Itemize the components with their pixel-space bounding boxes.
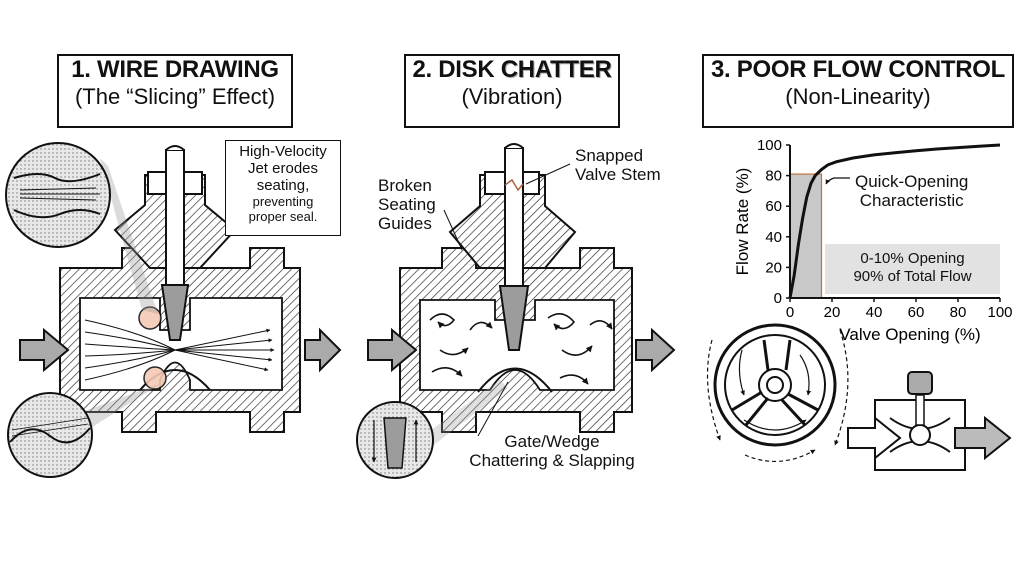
opening-note: 0-10% Opening 90% of Total Flow — [830, 250, 995, 286]
y-tick-label: 60 — [765, 198, 782, 215]
flow-curve-line — [788, 143, 1001, 299]
y-axis-label: Flow Rate (%) — [733, 168, 752, 276]
y-tick-label: 0 — [774, 290, 782, 307]
x-tick-label: 100 — [987, 304, 1012, 321]
panel3-title-box: 3. POOR FLOW CONTROL (Non-Linearity) — [702, 54, 1014, 128]
note-box-bg — [825, 244, 1000, 294]
y-tick-label: 20 — [765, 259, 782, 276]
callout-line: proper seal. — [248, 209, 318, 224]
callout-line: seating, — [256, 177, 310, 194]
label-line: Snapped — [575, 146, 644, 165]
chart-axes — [789, 145, 1000, 299]
panel3-subheading: (Non-Linearity) — [785, 84, 931, 109]
x-tick-label: 80 — [950, 304, 967, 321]
panel1-subheading: (The “Slicing” Effect) — [74, 84, 276, 109]
wire-drawing-callout: High-Velocity Jet erodes seating, preven… — [225, 140, 341, 236]
label-line: Broken — [378, 176, 432, 195]
gate-chatter-label: Gate/Wedge Chattering & Slapping — [442, 432, 662, 470]
panel2-heading-prefix: 2. DISK — [412, 56, 501, 83]
callout-line: preventing — [252, 194, 314, 209]
panel1-title-box: 1. WIRE DRAWING (The “Slicing” Effect) — [57, 54, 293, 128]
label-line: Characteristic — [859, 191, 964, 210]
panel2-valve-drawing — [356, 143, 676, 479]
y-tick-label: 80 — [765, 168, 782, 185]
broken-guides-label: Broken Seating Guides — [378, 176, 436, 233]
curve-leader-line — [825, 177, 850, 185]
snapped-stem-label: Snapped Valve Stem — [575, 146, 661, 184]
panel2-title-box: 2. DISK CHATTER (Vibration) — [404, 54, 620, 128]
panel2-subheading: (Vibration) — [461, 84, 563, 109]
label-line: Gate/Wedge — [504, 432, 600, 451]
x-axis-label: Valve Opening (%) — [839, 325, 980, 344]
panel3-heading: 3. POOR FLOW CONTROL — [711, 56, 1005, 83]
panel2-heading: 2. DISK CHATTER — [406, 56, 618, 84]
x-tick-label: 20 — [824, 304, 841, 321]
panel1-heading: 1. WIRE DRAWING — [71, 56, 279, 83]
label-line: Chattering & Slapping — [469, 451, 635, 470]
label-line: Quick-Opening — [855, 172, 969, 191]
handwheel-drawing — [706, 323, 849, 463]
label-line: Seating — [378, 195, 436, 214]
x-tick-label: 0 — [786, 304, 794, 321]
curve-label: Quick-Opening Characteristic — [855, 172, 968, 210]
label-line: Guides — [378, 214, 432, 233]
panel1-valve-drawing — [5, 142, 342, 478]
callout-line: High-Velocity — [239, 143, 327, 160]
label-line: Valve Stem — [575, 165, 661, 184]
x-tick-label: 60 — [908, 304, 925, 321]
y-tick-label: 40 — [765, 229, 782, 246]
note-line: 0-10% Opening — [860, 250, 965, 267]
y-tick-label: 100 — [757, 137, 782, 154]
small-valve-drawing — [847, 371, 1012, 471]
panel2-heading-emph: CHATTER — [500, 56, 612, 83]
x-tick-label: 40 — [866, 304, 883, 321]
callout-line: Jet erodes — [247, 160, 319, 177]
note-line: 90% of Total Flow — [853, 268, 972, 285]
